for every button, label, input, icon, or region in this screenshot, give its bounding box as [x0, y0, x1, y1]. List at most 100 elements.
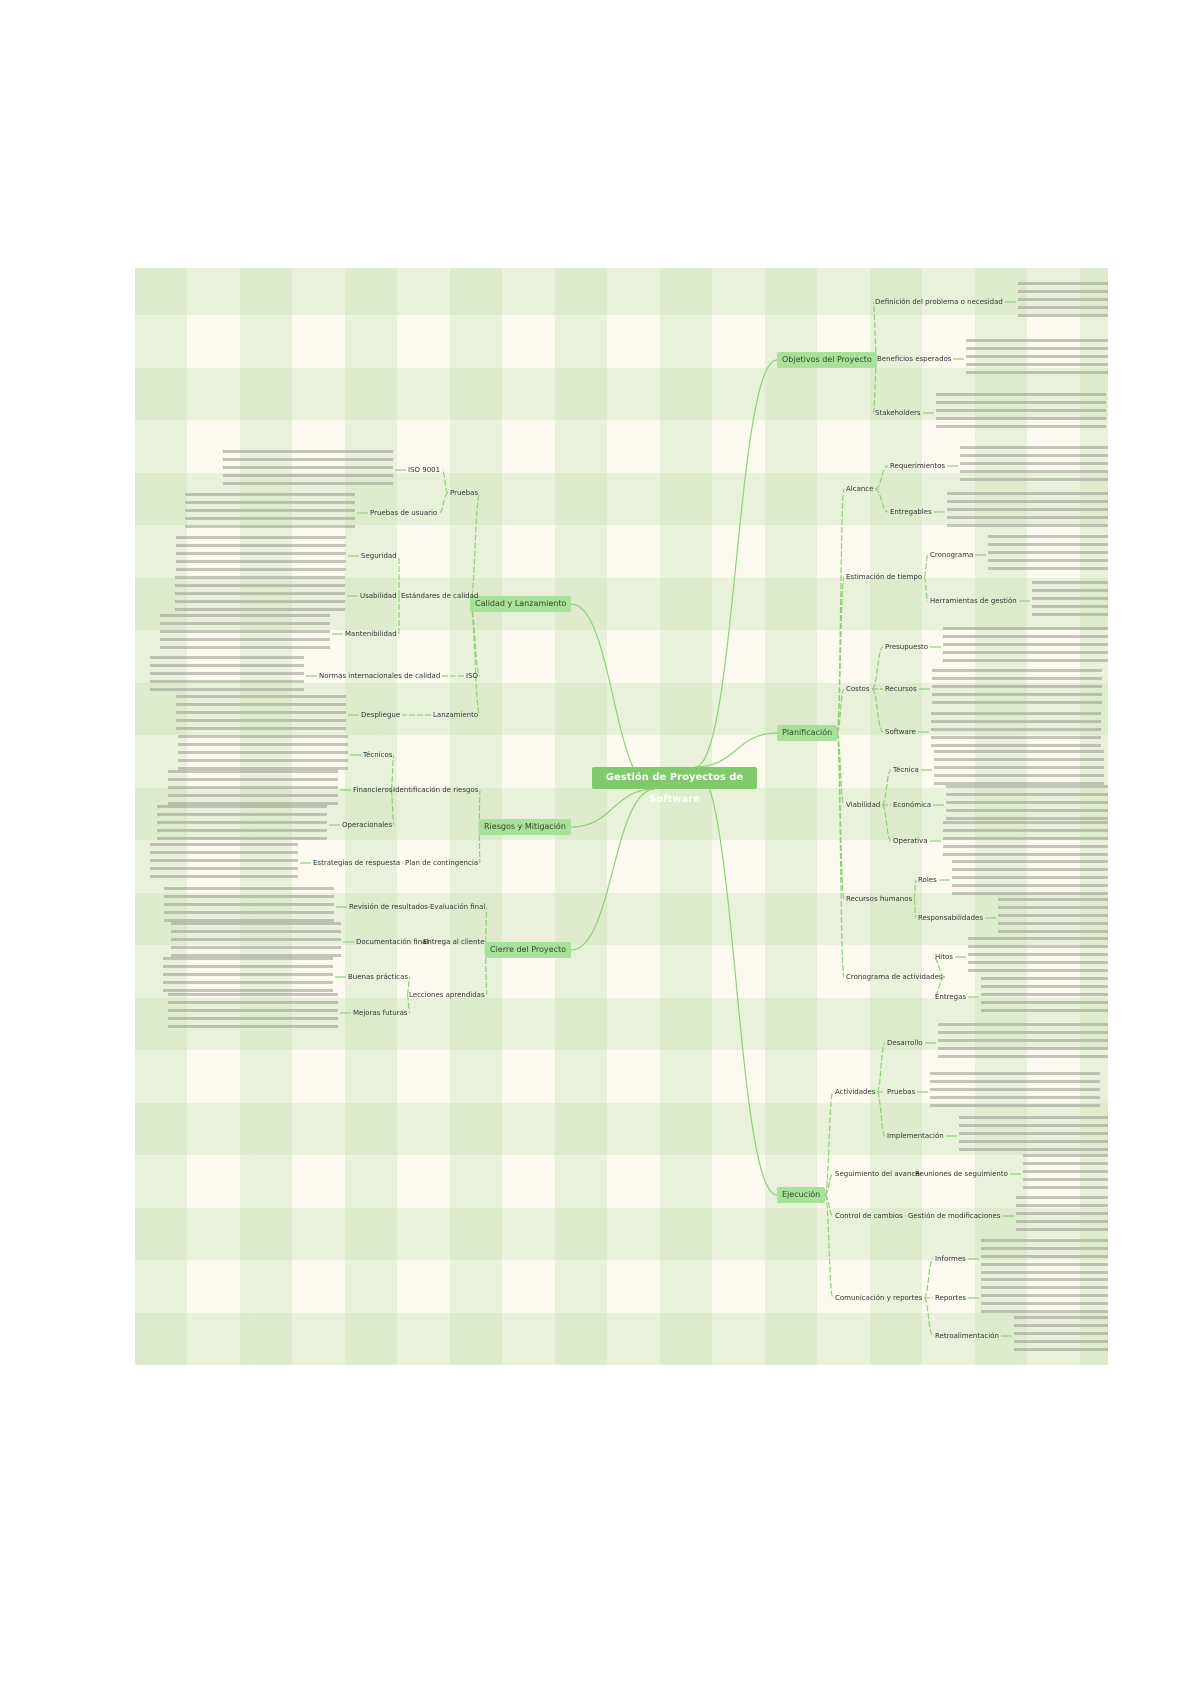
- subtopic[interactable]: Lanzamiento: [433, 711, 479, 719]
- note-text-block: [947, 492, 1108, 532]
- note-text-block: [160, 614, 330, 654]
- note-text-block: [168, 770, 338, 810]
- note-text-block: [178, 735, 348, 775]
- subtopic[interactable]: Stakeholders: [875, 409, 921, 417]
- subtopic[interactable]: Entrega al cliente: [423, 938, 485, 946]
- note-text-block: [943, 627, 1108, 667]
- detail-topic[interactable]: Seguridad: [361, 552, 397, 560]
- note-text-block: [1023, 1154, 1108, 1194]
- detail-topic[interactable]: Reportes: [935, 1294, 967, 1302]
- subtopic[interactable]: Estimación de tiempo: [846, 573, 923, 581]
- note-text-block: [998, 898, 1108, 938]
- subtopic[interactable]: ISO: [466, 672, 479, 680]
- detail-topic[interactable]: Recursos: [885, 685, 917, 693]
- note-text-block: [150, 843, 298, 883]
- note-text-block: [981, 977, 1108, 1017]
- detail-topic[interactable]: Estrategias de respuesta: [313, 859, 401, 867]
- note-text-block: [943, 821, 1108, 861]
- subtopic[interactable]: Cronograma de actividades: [846, 973, 943, 981]
- note-text-block: [966, 339, 1108, 379]
- detail-topic[interactable]: Reuniones de seguimiento: [915, 1170, 1008, 1178]
- note-text-block: [981, 1239, 1108, 1279]
- detail-topic[interactable]: Financieros: [353, 786, 393, 794]
- note-text-block: [175, 576, 345, 616]
- detail-topic[interactable]: Despliegue: [361, 711, 401, 719]
- detail-topic[interactable]: Roles: [918, 876, 937, 884]
- detail-topic[interactable]: Hitos: [935, 953, 953, 961]
- detail-topic[interactable]: Pruebas: [887, 1088, 916, 1096]
- detail-topic[interactable]: Gestión de modificaciones: [908, 1212, 1001, 1220]
- subtopic[interactable]: Definición del problema o necesidad: [875, 298, 1003, 306]
- subtopic[interactable]: Recursos humanos: [846, 895, 913, 903]
- detail-topic[interactable]: Desarrollo: [887, 1039, 923, 1047]
- note-text-block: [968, 937, 1108, 977]
- subtopic[interactable]: Plan de contingencia: [405, 859, 479, 867]
- note-text-block: [959, 1116, 1108, 1156]
- note-text-block: [960, 446, 1108, 486]
- branch-topic[interactable]: Cierre del Proyecto: [485, 942, 571, 958]
- detail-topic[interactable]: Informes: [935, 1255, 966, 1263]
- detail-topic[interactable]: Cronograma: [930, 551, 974, 559]
- detail-topic[interactable]: Técnicos: [363, 751, 393, 759]
- branch-topic[interactable]: Ejecución: [777, 1187, 826, 1203]
- note-text-block: [946, 785, 1108, 825]
- detail-topic[interactable]: Retroalimentación: [935, 1332, 999, 1340]
- detail-topic[interactable]: Documentación final: [356, 938, 429, 946]
- detail-topic[interactable]: Técnica: [893, 766, 919, 774]
- subtopic[interactable]: Pruebas: [450, 489, 479, 497]
- note-text-block: [1032, 581, 1108, 621]
- branch-topic[interactable]: Calidad y Lanzamiento: [470, 596, 572, 612]
- subtopic[interactable]: Beneficios esperados: [877, 355, 952, 363]
- note-text-block: [938, 1023, 1108, 1063]
- detail-topic[interactable]: Pruebas de usuario: [370, 509, 438, 517]
- detail-topic[interactable]: Usabilidad: [360, 592, 397, 600]
- detail-topic[interactable]: Software: [885, 728, 916, 736]
- subtopic[interactable]: Evaluación final: [430, 903, 486, 911]
- note-text-block: [150, 656, 304, 696]
- subtopic[interactable]: Lecciones aprendidas: [409, 991, 485, 999]
- note-text-block: [163, 957, 333, 997]
- branch-topic[interactable]: Planificación: [777, 725, 838, 741]
- note-text-block: [168, 993, 338, 1033]
- detail-topic[interactable]: Implementación: [887, 1132, 944, 1140]
- note-text-block: [936, 393, 1106, 433]
- note-text-block: [1014, 1316, 1108, 1356]
- note-text-block: [1018, 282, 1108, 322]
- detail-topic[interactable]: Mejoras futuras: [353, 1009, 408, 1017]
- branch-topic[interactable]: Objetivos del Proyecto: [777, 352, 877, 368]
- detail-topic[interactable]: Buenas prácticas: [348, 973, 409, 981]
- note-text-block: [988, 535, 1108, 575]
- note-text-block: [185, 493, 355, 533]
- note-text-block: [171, 922, 341, 962]
- detail-topic[interactable]: Mantenibilidad: [345, 630, 397, 638]
- detail-topic[interactable]: Entregas: [935, 993, 967, 1001]
- detail-topic[interactable]: Normas internacionales de calidad: [319, 672, 441, 680]
- detail-topic[interactable]: Herramientas de gestión: [930, 597, 1017, 605]
- subtopic[interactable]: Control de cambios: [835, 1212, 903, 1220]
- note-text-block: [176, 695, 346, 735]
- detail-topic[interactable]: Económica: [893, 801, 932, 809]
- detail-topic[interactable]: Presupuesto: [885, 643, 929, 651]
- detail-topic[interactable]: Operativa: [893, 837, 928, 845]
- subtopic[interactable]: Alcance: [846, 485, 874, 493]
- detail-topic[interactable]: Responsabilidades: [918, 914, 984, 922]
- detail-topic[interactable]: Revisión de resultados: [349, 903, 428, 911]
- note-text-block: [164, 887, 334, 927]
- root-topic[interactable]: Gestión de Proyectos de Software: [592, 767, 757, 805]
- subtopic[interactable]: Estándares de calidad: [401, 592, 479, 600]
- note-text-block: [176, 536, 346, 576]
- detail-topic[interactable]: Entregables: [890, 508, 932, 516]
- note-text-block: [934, 750, 1104, 790]
- detail-topic[interactable]: ISO 9001: [408, 466, 441, 474]
- note-text-block: [981, 1278, 1108, 1318]
- subtopic[interactable]: Costos: [846, 685, 870, 693]
- subtopic[interactable]: Comunicación y reportes: [835, 1294, 923, 1302]
- subtopic[interactable]: Actividades: [835, 1088, 876, 1096]
- subtopic[interactable]: Identificación de riesgos: [393, 786, 479, 794]
- subtopic[interactable]: Viabilidad: [846, 801, 881, 809]
- subtopic[interactable]: Seguimiento del avance: [835, 1170, 920, 1178]
- detail-topic[interactable]: Requerimientos: [890, 462, 946, 470]
- branch-topic[interactable]: Riesgos y Mitigación: [479, 819, 571, 835]
- detail-topic[interactable]: Operacionales: [342, 821, 393, 829]
- note-text-block: [223, 450, 393, 490]
